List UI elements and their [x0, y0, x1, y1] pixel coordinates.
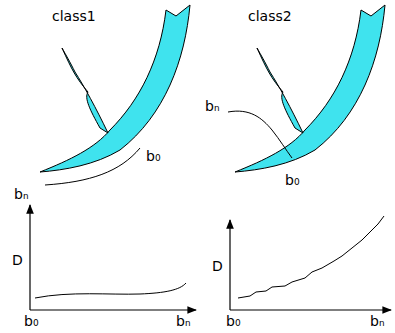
- contour-curve: [228, 111, 292, 158]
- curve-start-label: b₀: [285, 172, 300, 189]
- vessel-shape: [40, 5, 190, 172]
- curve-start-label: b₀: [146, 148, 161, 165]
- axis-tick-label: b₀: [24, 313, 39, 330]
- contour-curve: [45, 148, 140, 185]
- y-axis: [229, 220, 230, 310]
- curve-end-label: bₙ: [205, 98, 219, 115]
- x-axis: [30, 309, 196, 310]
- x-axis: [230, 309, 391, 310]
- axis-tick-label: bₙ: [370, 313, 384, 330]
- distance-curve: [35, 283, 186, 298]
- vessel-shape: [235, 5, 385, 172]
- axis-tick-label: b₀: [226, 313, 241, 330]
- distance-curve: [238, 216, 384, 298]
- y-axis: [29, 205, 30, 310]
- axis-label: D: [212, 258, 223, 275]
- axis-label: D: [12, 252, 23, 269]
- axis-tick-label: bₙ: [176, 313, 190, 330]
- class-title: class1: [52, 8, 96, 25]
- curve-end-label: bₙ: [14, 186, 28, 203]
- class-title: class2: [248, 8, 292, 25]
